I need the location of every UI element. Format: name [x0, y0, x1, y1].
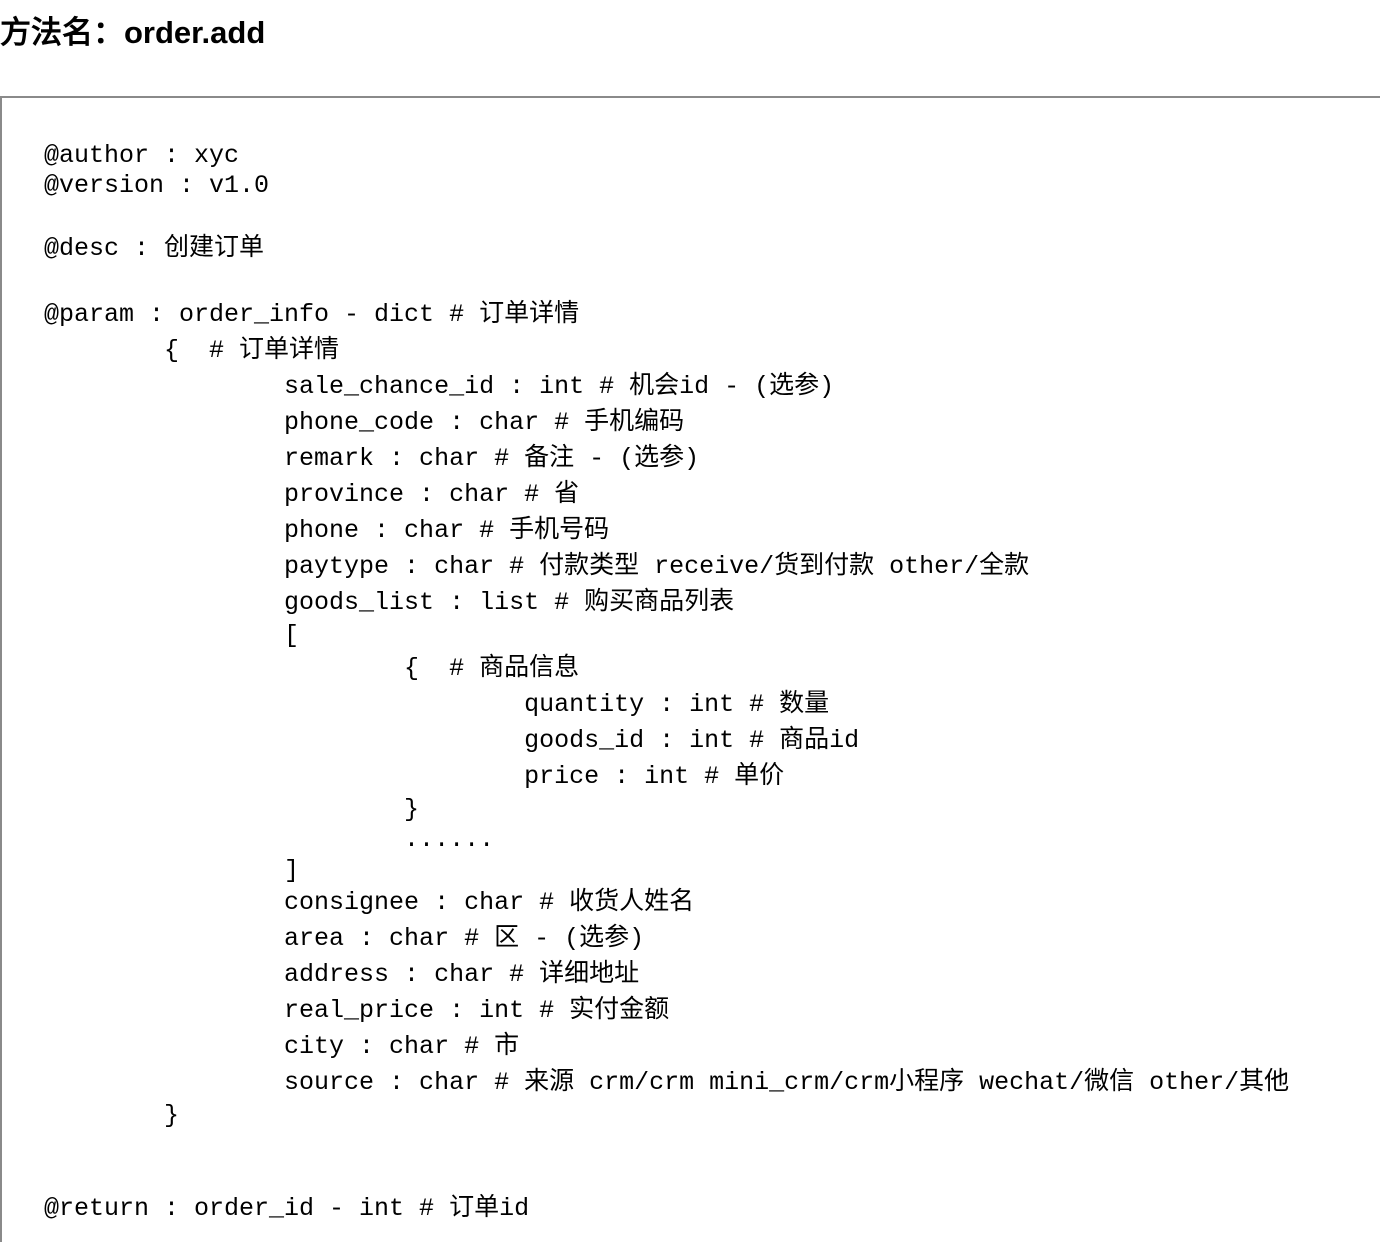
goods-item-close: }: [44, 795, 420, 824]
param-line: @param : order_info - dict # 订单详情: [44, 300, 580, 329]
field-address: address : char # 详细地址: [44, 960, 640, 989]
field-paytype: paytype : char # 付款类型 receive/货到付款 other…: [44, 552, 1030, 581]
field-goods-id: goods_id : int # 商品id: [44, 726, 860, 755]
version-line: @version : v1.0: [44, 171, 270, 200]
field-quantity: quantity : int # 数量: [44, 690, 830, 719]
doc-comment-box: @author : xyc @version : v1.0 @desc : 创建…: [0, 96, 1380, 1242]
field-city: city : char # 市: [44, 1032, 520, 1061]
goods-list-open: [: [44, 621, 300, 650]
goods-list-ellipsis: ......: [44, 825, 495, 854]
goods-item-open: { # 商品信息: [44, 654, 580, 683]
desc-line: @desc : 创建订单: [44, 234, 265, 263]
field-source: source : char # 来源 crm/crm mini_crm/crm小…: [44, 1068, 1290, 1097]
field-consignee: consignee : char # 收货人姓名: [44, 888, 695, 917]
field-goods-list: goods_list : list # 购买商品列表: [44, 588, 735, 617]
field-phone: phone : char # 手机号码: [44, 516, 610, 545]
field-real-price: real_price : int # 实付金额: [44, 996, 670, 1025]
param-close-brace: }: [44, 1101, 180, 1130]
field-sale-chance-id: sale_chance_id : int # 机会id - (选参): [44, 372, 835, 401]
field-phone-code: phone_code : char # 手机编码: [44, 408, 685, 437]
field-remark: remark : char # 备注 - (选参): [44, 444, 700, 473]
field-price: price : int # 单价: [44, 762, 785, 791]
author-line: @author : xyc: [44, 141, 240, 170]
param-open-brace: { # 订单详情: [44, 336, 340, 365]
page-title: 方法名：order.add: [0, 15, 266, 50]
field-area: area : char # 区 - (选参): [44, 924, 645, 953]
field-province: province : char # 省: [44, 480, 580, 509]
return-line: @return : order_id - int # 订单id: [44, 1194, 530, 1223]
goods-list-close: ]: [44, 856, 300, 885]
